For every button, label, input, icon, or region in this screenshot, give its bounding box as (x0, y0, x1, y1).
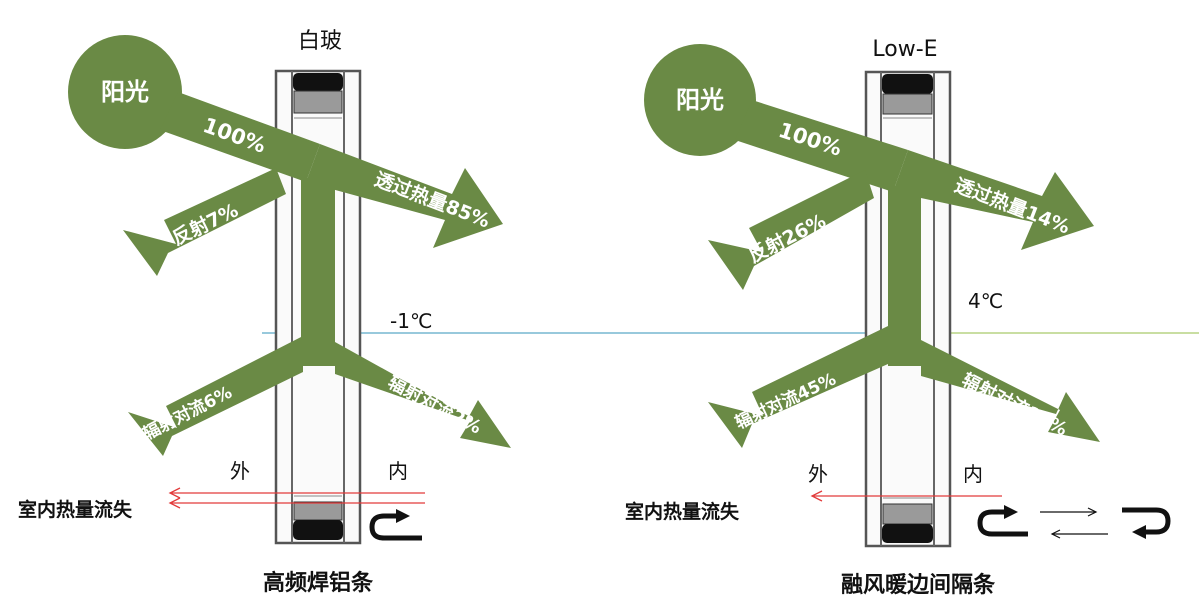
left-outside-label: 外 (230, 459, 250, 483)
left-panel: 白玻 阳光 100% 透过热量85% 反射7% (18, 29, 511, 596)
left-bottom-spacer (293, 520, 343, 540)
left-temperature: -1℃ (390, 309, 432, 333)
left-conv-out-arrow (128, 336, 303, 456)
right-caption: 融风暖边间隔条 (841, 572, 996, 598)
left-conv-in-label: 辐射对流2% (384, 371, 485, 439)
left-top-spacer (293, 73, 343, 91)
right-top-spacer (882, 74, 933, 94)
right-exchange-arrows (1040, 507, 1108, 539)
right-return-arrow-right-icon (1122, 507, 1171, 535)
right-transmit-arrow (893, 150, 1094, 250)
left-sun (68, 35, 182, 149)
left-sun-label: 阳光 (101, 78, 149, 106)
right-return-arrow-left-icon (977, 509, 1028, 537)
right-conv-in-arrow (921, 340, 1100, 442)
right-temperature: 4℃ (968, 289, 1003, 313)
right-outside-label: 外 (808, 462, 828, 486)
left-conv-in-arrow (335, 342, 511, 448)
right-reflect-arrow (708, 170, 874, 290)
left-absorbed-band (301, 178, 335, 366)
right-conv-in-label: 辐射对流15% (958, 369, 1071, 441)
right-sun (644, 44, 756, 156)
left-transmit-arrow (306, 144, 503, 248)
left-reflect-arrow (123, 168, 286, 276)
left-caption: 高频焊铝条 (263, 570, 374, 596)
right-incoming-arrow (735, 100, 908, 192)
left-incoming-arrow (160, 92, 320, 182)
left-return-arrow-icon (369, 513, 422, 541)
right-glass-title: Low-E (872, 37, 937, 62)
left-glass-title: 白玻 (298, 29, 342, 54)
left-heat-loss-label: 室内热量流失 (18, 498, 133, 521)
right-absorbed-band (888, 186, 921, 366)
right-inside-label: 内 (963, 462, 983, 486)
right-heat-loss-label: 室内热量流失 (625, 500, 740, 523)
right-heat-loss-arrow (810, 490, 1002, 502)
right-panel: Low-E 阳光 100% 透过热量14% 反射26% (625, 37, 1171, 598)
left-conv-out-label: 辐射对流6% (140, 382, 236, 445)
right-conv-out-arrow (708, 326, 888, 448)
right-sun-label: 阳光 (676, 86, 724, 114)
left-heat-loss-arrows (168, 487, 425, 509)
left-inside-label: 内 (388, 459, 408, 483)
right-bottom-spacer (882, 524, 933, 543)
